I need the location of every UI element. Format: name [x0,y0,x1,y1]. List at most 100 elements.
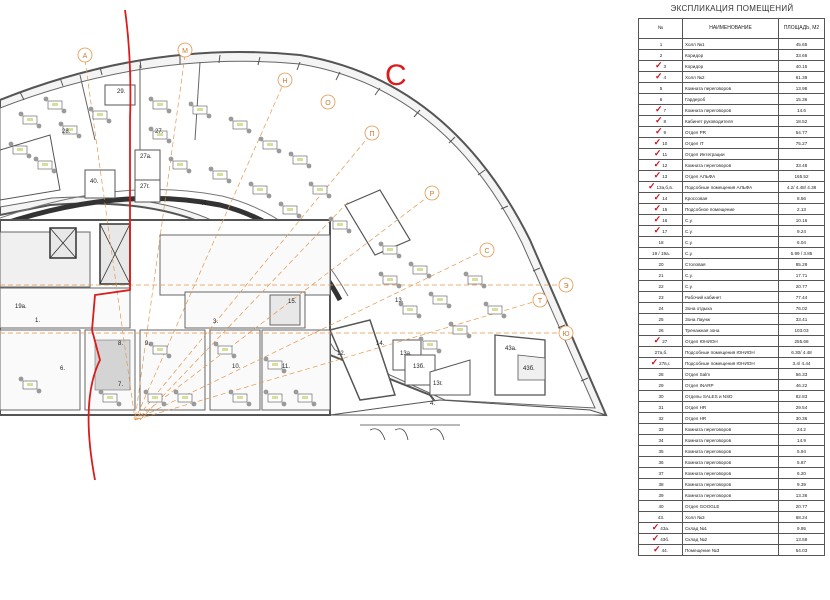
room-number: ✓8 [638,115,683,127]
room-number-text: 43. [657,515,665,520]
room-number: ✓17 [638,225,683,237]
axis-label-n: Н [282,78,287,85]
room-name: Тренажная зона [682,324,779,336]
red-check-icon: ✓ [654,115,663,125]
red-check-icon: ✓ [647,181,656,191]
room-name: Комната переговоров [682,423,779,435]
room-name: Отдел HR [682,412,779,424]
room-label: 6. [60,366,65,372]
room-name: Гардероб [682,93,779,105]
room-schedule: ЭКСПЛИКАЦИЯ ПОМЕЩЕНИЙ № НАИМЕНОВАНИЕ ПЛО… [638,0,826,600]
room-area: 54.77 [778,126,825,138]
room-name: Подсобные помещения ЮНИОН [682,346,779,358]
room-label: 9. [145,341,150,347]
room-area: 8.56 [778,192,825,204]
room-name: Рабочий кабинет [682,291,779,303]
room-number: ✓27 [638,335,683,347]
room-name: Отдел ЮНИОН [682,335,779,347]
room-number-text: 34 [658,438,664,443]
axis-label-yu: Ю [562,331,569,338]
room-number: 36 [638,456,683,468]
room-label: 7. [118,382,123,388]
room-label: 28. [62,129,71,135]
room-number-text: 27 [662,339,668,344]
room-number-text: 10 [662,141,668,146]
room-number-text: 21 [658,273,664,278]
room-number-text: 33 [658,427,664,432]
room-label: 44. [200,201,209,207]
room-label: 13. [395,298,404,304]
room-label: 3. [213,319,218,325]
room-number: ✓13а,б,в. [638,181,683,193]
table-row: 19 / 19а.С.у.6.99 / 3.85 [638,247,825,259]
room-area: 24.2 [778,423,825,435]
room-area: 82.83 [778,390,825,402]
room-number: ✓16 [638,214,683,226]
room-number-text: 17 [662,229,668,234]
room-number-text: 15 [662,207,668,212]
room-name: Подсобное помещение [682,203,779,215]
room-number-text: 1 [659,42,663,47]
room-name: С.у. [682,214,779,226]
room-number: ✓13 [638,170,683,182]
room-label: 11. [282,364,290,370]
room-name: Отдел Salm [682,368,779,380]
room-label: 13г. [433,381,443,387]
room-number-text: 26 [658,328,664,333]
room-number-text: 13а,б,в. [656,185,674,190]
room-name: С.у. [682,247,779,259]
room-name: Комната переговоров [682,467,779,479]
room-number: 18 [638,236,683,248]
room-area: 40.15 [778,60,825,72]
room-area: 14.9 [778,434,825,446]
room-number: 20 [638,258,683,270]
schedule-header-row: № НАИМЕНОВАНИЕ ПЛОЩАДЬ, М2 [638,18,825,39]
room-number-text: 2 [659,53,663,58]
room-number-text: 27в,г. [659,361,671,366]
room-number: 33 [638,423,683,435]
room-number: 43. [638,511,683,523]
room-area: 33.48 [778,159,825,171]
room-name: Отдел INARP [682,379,779,391]
room-number: ✓4 [638,71,683,83]
room-number: ✓15 [638,203,683,215]
room-name: Холл №3 [682,511,779,523]
room-name: Комната переговоров [682,445,779,457]
header-area: ПЛОЩАДЬ, М2 [778,18,825,39]
room-label: 29. [117,89,126,95]
room-number-text: 24 [658,306,664,311]
axis-label-e: Э [563,283,568,290]
room-name: Отдел АЛЬФА [682,170,779,182]
room-name: Склад №2 [682,533,779,545]
red-check-icon: ✓ [654,104,663,114]
room-number: 1 [638,38,683,50]
room-area: 103.03 [778,324,825,336]
room-label: 19а. [15,304,27,310]
axis-label-s: С [484,248,489,255]
axis-label-a: А [83,53,88,60]
room-number-text: 43а. [660,526,670,531]
red-check-icon: ✓ [653,214,662,224]
room-area: 33.41 [778,313,825,325]
room-number-text: 40 [658,504,664,509]
